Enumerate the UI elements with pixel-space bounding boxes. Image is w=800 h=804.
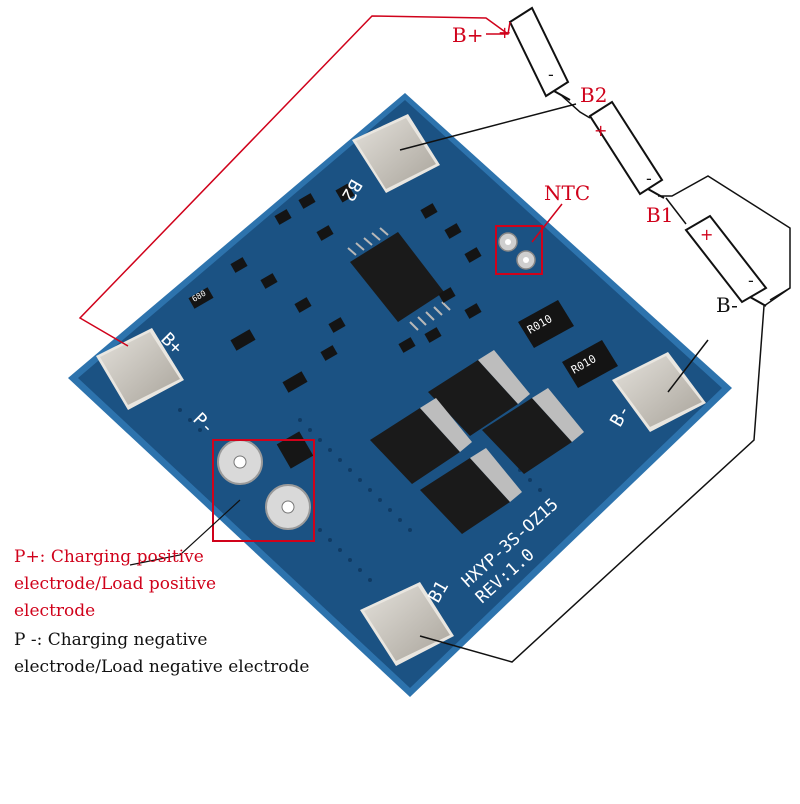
protection-ic [347, 227, 451, 331]
cell-top-minus: - [548, 65, 554, 84]
battery-cell-middle [588, 100, 665, 199]
battery-cell-top [508, 6, 571, 101]
wire-b-minus [667, 339, 709, 393]
terminal-p-plus [217, 439, 263, 485]
p-terminal-highlight-box [212, 439, 315, 542]
terminal-p-minus [265, 484, 311, 530]
cell-bot-minus: - [748, 271, 754, 290]
p-plus-pointer [129, 499, 241, 566]
battery-cell-bottom [684, 214, 768, 307]
cell-bot-plus: + [700, 225, 713, 244]
wire-b2-link [561, 95, 591, 119]
pad-b2 [352, 114, 440, 193]
ntc-highlight-box [495, 225, 543, 275]
label-b-plus: B+ [452, 23, 484, 47]
mosfet-2 [370, 398, 472, 484]
pcb-board [68, 93, 732, 697]
mosfet-1 [428, 350, 530, 436]
mosfet-3 [482, 388, 584, 474]
desc-p-minus-line1: P -: Charging negative [14, 630, 208, 650]
wire-b-plus [78, 15, 509, 347]
wire-b1-to-pad [419, 287, 791, 663]
pad-b-plus [96, 328, 184, 410]
shunt-resistor-1 [518, 300, 574, 348]
desc-p-plus-line3: electrode [14, 601, 96, 621]
cell-polarity-signs: + - + - + - [498, 23, 754, 290]
desc-p-minus-line2: electrode/Load negative electrode [14, 657, 310, 677]
smd-components [188, 183, 482, 393]
label-b2: B2 [580, 83, 608, 107]
mosfet-4 [420, 448, 522, 534]
cell-mid-plus: + [594, 121, 607, 140]
wire-b2 [399, 103, 577, 151]
ntc-pads [498, 232, 536, 270]
board-vias [178, 408, 542, 582]
shunt-resistor-2 [562, 340, 618, 388]
cell-mid-minus: - [646, 169, 652, 188]
pad-b1 [360, 582, 454, 666]
ntc-pointer [531, 203, 563, 243]
wire-b1-cell [665, 197, 687, 225]
desc-p-plus-line2: electrode/Load positive [14, 574, 217, 594]
label-b1: B1 [646, 203, 674, 227]
desc-p-plus-line1: P+: Charging positive [14, 547, 204, 567]
label-ntc: NTC [544, 181, 591, 205]
board-surface [78, 100, 722, 688]
label-b-minus: B- [716, 293, 738, 317]
